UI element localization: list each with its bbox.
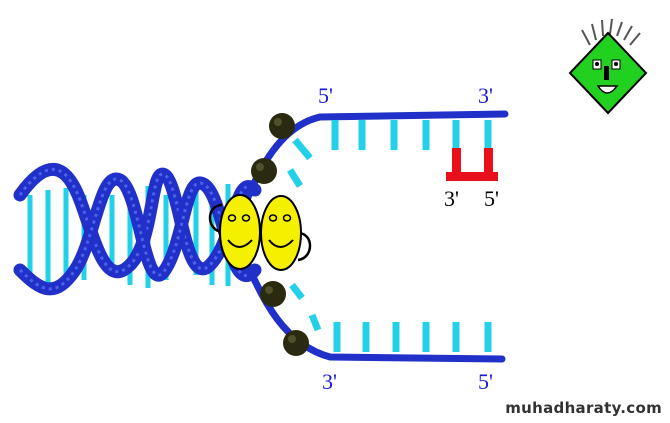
helicase-left — [208, 194, 261, 270]
ssb-ball-4 — [283, 330, 309, 356]
label-top-5prime: 5' — [318, 83, 333, 108]
ssb-proteins — [251, 113, 309, 356]
helicase-right — [260, 195, 312, 271]
green-diamond-face-icon — [568, 18, 648, 115]
helix-strand-a — [13, 162, 262, 279]
watermark-text: muhadharaty.com — [505, 399, 662, 417]
smiley-face-icon — [219, 194, 261, 270]
smiley-face-icon — [260, 195, 302, 271]
label-primer-5prime: 5' — [484, 186, 499, 211]
label-primer-3prime: 3' — [444, 186, 459, 211]
bottom-template-bases — [289, 282, 492, 352]
fork-bottom-strand — [241, 254, 506, 363]
label-bottom-3prime: 3' — [322, 369, 337, 394]
label-top-3prime: 3' — [478, 83, 493, 108]
rna-primer — [446, 148, 498, 181]
ssb-ball-3 — [260, 281, 286, 307]
fork-top-strand — [241, 110, 509, 209]
top-template-bases — [287, 120, 492, 188]
ssb-ball-1 — [269, 113, 295, 139]
ssb-ball-2 — [251, 158, 277, 184]
label-bottom-5prime: 5' — [478, 369, 493, 394]
